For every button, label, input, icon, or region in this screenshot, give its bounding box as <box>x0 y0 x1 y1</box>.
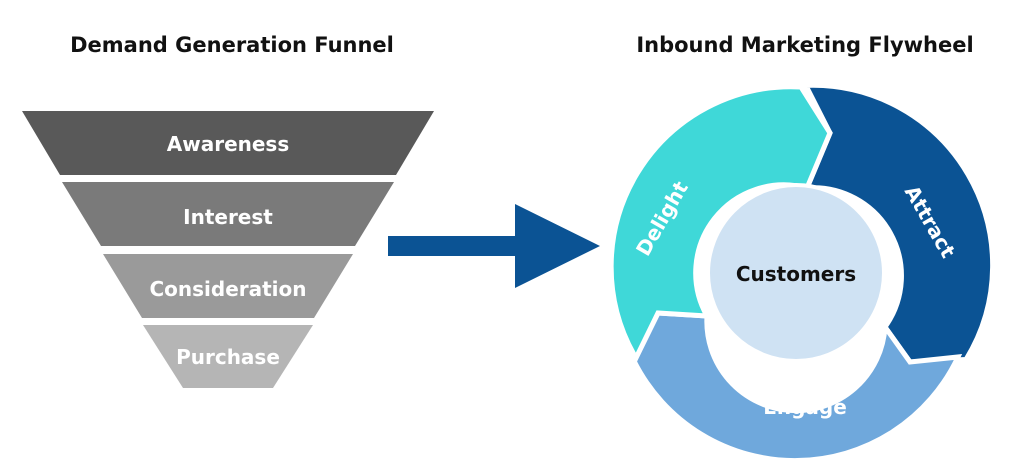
funnel-stage-awareness-label: Awareness <box>167 132 290 156</box>
flywheel-segment-attract <box>801 82 996 365</box>
flywheel-title: Inbound Marketing Flywheel <box>636 33 973 57</box>
funnel-stage-purchase-label: Purchase <box>176 345 280 369</box>
funnel-stage-interest-label: Interest <box>183 205 273 229</box>
funnel-stage-purchase <box>143 325 313 388</box>
funnel-stage-consideration-label: Consideration <box>149 277 306 301</box>
flywheel-center-label: Customers <box>736 262 856 286</box>
flywheel-group: Inbound Marketing Flywheel Customers Att… <box>608 33 996 464</box>
flywheel-center-circle <box>706 183 886 363</box>
funnel-stage-interest <box>62 182 394 246</box>
transition-arrow-icon <box>388 204 600 288</box>
funnel-stage-awareness <box>22 111 434 175</box>
funnel-group: Demand Generation Funnel Awareness Inter… <box>22 33 434 388</box>
funnel-title: Demand Generation Funnel <box>70 33 394 57</box>
flywheel-segment-engage-label: Engage <box>763 395 847 419</box>
flywheel-segment-delight <box>608 84 833 364</box>
funnel-stage-consideration <box>103 254 353 318</box>
